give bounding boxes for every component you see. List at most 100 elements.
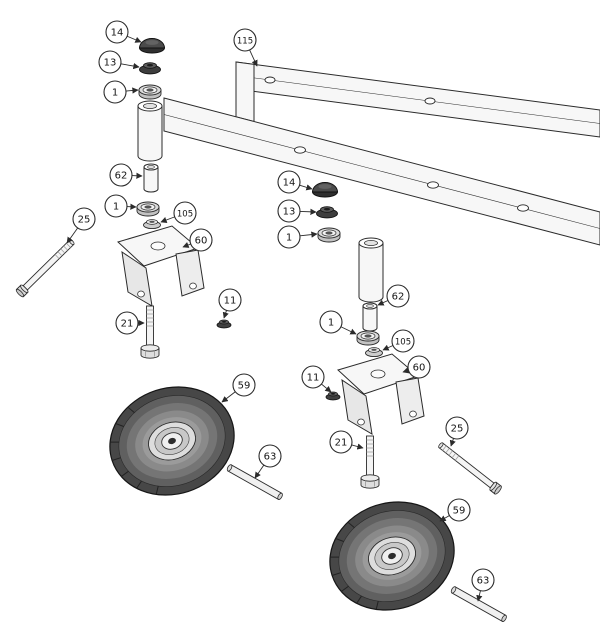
axle-pin-left [226, 464, 283, 501]
callout-105-jam-nut: 105 [160, 201, 197, 225]
callout-11-lock-nut: 11 [301, 365, 332, 393]
callout-label: 21 [121, 318, 134, 329]
callout-label: 115 [237, 36, 253, 46]
callout-label: 11 [224, 295, 237, 306]
callout-59-wheel-tire: 59 [221, 373, 256, 403]
callout-label: 13 [104, 57, 117, 68]
leader-line [377, 299, 389, 306]
spacer-left [143, 163, 159, 193]
leader-line [321, 383, 332, 393]
hub-bore [168, 437, 176, 445]
callout-circle [189, 228, 213, 252]
callout-circle [301, 365, 325, 389]
callout-circle [98, 50, 122, 74]
callout-label: 60 [413, 362, 426, 373]
callout-14-dust-cap: 14 [277, 170, 313, 194]
leader-line [254, 464, 265, 479]
leader-line [120, 62, 140, 70]
flange-nut-left [139, 62, 161, 75]
callout-11-lock-nut: 11 [218, 288, 242, 319]
callout-1-bearing: 1 [277, 225, 318, 249]
axle-bolt-right [438, 442, 502, 495]
callout-circle [445, 416, 469, 440]
hub-bore [388, 552, 396, 560]
callout-label: 25 [451, 423, 464, 434]
callout-circle [173, 201, 197, 225]
callout-25-bolt: 25 [445, 416, 469, 447]
callout-circle [104, 194, 128, 218]
callout-label: 1 [328, 317, 334, 328]
leader-line [351, 443, 364, 450]
leader-line [125, 87, 139, 94]
callout-14-dust-cap: 14 [105, 20, 142, 44]
callout-25-bolt: 25 [66, 207, 96, 244]
caster-fork-right [337, 353, 425, 435]
wheel-left [109, 386, 235, 496]
caster-tube-left [137, 100, 163, 162]
leader-line [476, 590, 483, 602]
callout-label: 13 [283, 206, 296, 217]
leader-line [221, 391, 236, 403]
leader-line [449, 438, 456, 447]
callout-layer: 14 13 1 115 62 1 105 60 25 11 21 59 63 14 13 1 62 1 105 60 1… [66, 20, 495, 602]
frame-hole [517, 204, 529, 212]
leader-line [299, 231, 318, 238]
callout-label: 59 [453, 505, 466, 516]
callout-1-bearing: 1 [319, 310, 357, 335]
callout-circle [447, 498, 471, 522]
callout-circle [218, 288, 242, 312]
callout-60-caster-fork: 60 [182, 228, 213, 252]
callout-circle [319, 310, 343, 334]
leader-line [160, 216, 175, 223]
frame-hole [424, 97, 436, 105]
frame-hole [294, 146, 306, 154]
kingpin-bolt-left [140, 305, 160, 359]
leader-line [340, 326, 357, 335]
callout-label: 105 [395, 337, 411, 347]
callout-label: 1 [113, 201, 119, 212]
callout-label: 63 [477, 575, 490, 586]
callout-label: 105 [177, 209, 193, 219]
callout-circle [407, 355, 431, 379]
dust-cap-right [312, 182, 338, 198]
callout-circle [115, 311, 139, 335]
leader-line [439, 515, 450, 522]
callout-circle [72, 207, 96, 231]
callout-59-wheel-tire: 59 [439, 498, 471, 522]
callout-label: 11 [307, 372, 320, 383]
callout-label: 21 [335, 437, 348, 448]
callout-circle [391, 329, 415, 353]
frame-hole [264, 76, 276, 84]
callout-21-kingpin-bolt: 21 [115, 311, 145, 335]
callout-circle [103, 80, 127, 104]
callout-62-spacer: 62 [377, 284, 410, 308]
callout-62-spacer: 62 [109, 163, 143, 187]
wheel-right [329, 501, 455, 611]
frame-weldment [163, 61, 600, 246]
callout-label: 14 [283, 177, 296, 188]
caster-tube-right [358, 237, 384, 303]
flange-nut-right [316, 206, 338, 219]
callout-circle [105, 20, 129, 44]
callout-circle [277, 199, 301, 223]
callout-circle [386, 284, 410, 308]
callout-circle [109, 163, 133, 187]
callout-label: 1 [112, 87, 118, 98]
callout-circle [277, 225, 301, 249]
callout-63-axle-pin: 63 [254, 444, 282, 479]
callout-13-flange-nut: 13 [98, 50, 140, 74]
bearing-lower-right [356, 330, 380, 346]
bearing-upper-right [317, 227, 341, 243]
callout-1-bearing: 1 [103, 80, 139, 104]
callout-63-axle-pin: 63 [471, 568, 495, 602]
jam-nut-left [143, 219, 161, 230]
axle-pin-right [450, 586, 507, 623]
callout-21-kingpin-bolt: 21 [329, 430, 364, 454]
callout-label: 60 [195, 235, 208, 246]
callout-circle [233, 28, 257, 52]
callout-1-bearing: 1 [104, 194, 137, 218]
callout-label: 1 [286, 232, 292, 243]
callout-label: 62 [115, 170, 128, 181]
